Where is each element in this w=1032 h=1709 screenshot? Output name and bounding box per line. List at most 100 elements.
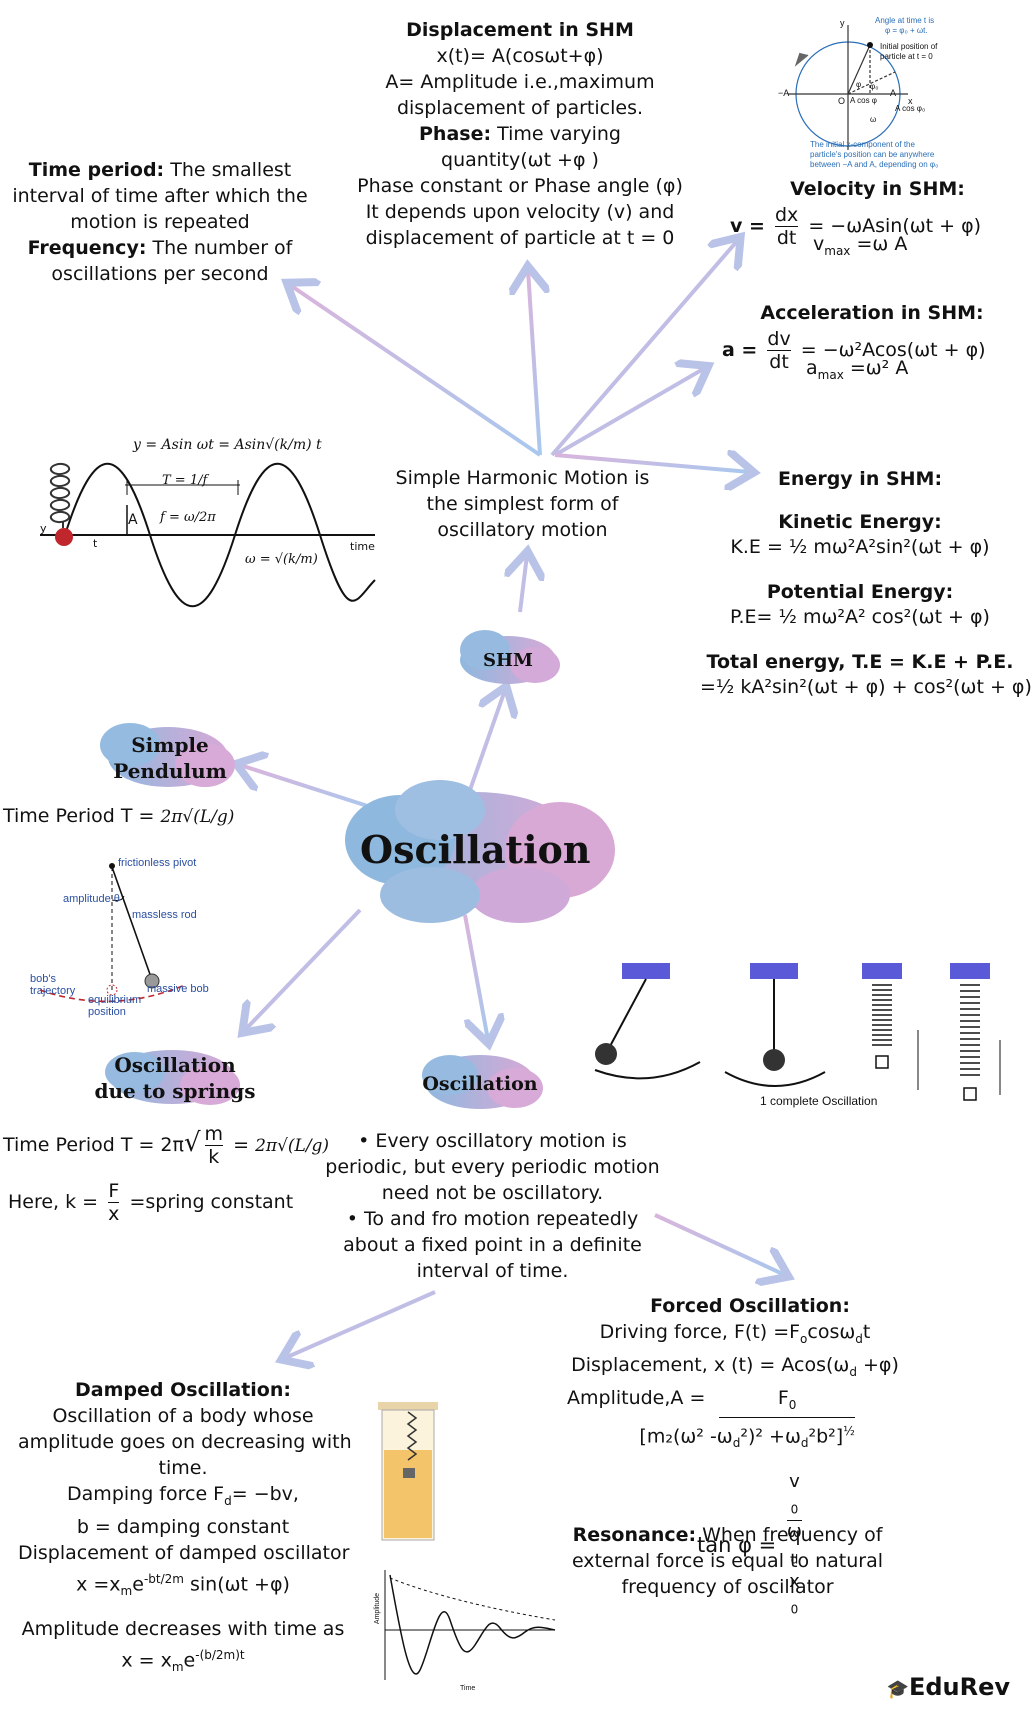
circle-omega: ω bbox=[870, 115, 877, 124]
acceleration-title: Acceleration in SHM: bbox=[760, 302, 984, 324]
sub: 0 bbox=[790, 1602, 799, 1617]
shm-sine-graph bbox=[40, 463, 376, 607]
simple-pendulum-node: Simple Pendulum bbox=[100, 732, 240, 784]
forced-block: Forced Oscillation: Driving force, F(t) … bbox=[565, 1293, 905, 1620]
te-formula: =½ kA²sin²(ωt + φ) + cos²(ωt + φ) bbox=[700, 676, 1032, 698]
graduation-cap-icon: 🎓 bbox=[886, 1679, 909, 1700]
text: oscillations per second bbox=[51, 263, 269, 285]
text: Here, k = bbox=[8, 1191, 99, 1213]
sub: d bbox=[849, 1364, 857, 1379]
text: t bbox=[862, 1321, 871, 1343]
acceleration-formula: = −ω²Acos(ωt + φ) bbox=[800, 339, 986, 361]
springs-cloud bbox=[105, 1050, 240, 1105]
energy-block: Energy in SHM: Kinetic Energy: K.E = ½ m… bbox=[700, 467, 1032, 700]
brand-logo[interactable]: 🎓EduRev bbox=[887, 1673, 1010, 1701]
oscillation-figure-label: 1 complete Oscillation bbox=[760, 1094, 878, 1108]
text: x(t)= A(cosωt+φ) bbox=[436, 45, 604, 67]
shm-graph-frequency: f = ω/2π bbox=[160, 510, 216, 525]
arrow-to-velocity bbox=[550, 240, 738, 457]
text: =spring constant bbox=[123, 1191, 294, 1213]
text: It depends upon velocity (v) and bbox=[365, 201, 675, 223]
vmax-sub: max bbox=[824, 243, 851, 258]
sub: d bbox=[855, 1331, 863, 1346]
text: interval of time. bbox=[416, 1260, 569, 1282]
text: x bbox=[789, 1570, 800, 1592]
text: interval of time after which the bbox=[12, 185, 308, 207]
text: about a fixed point in a definite bbox=[343, 1234, 642, 1256]
text: Amplitude decreases with time as bbox=[21, 1617, 345, 1640]
fig-text: Angle at time t is bbox=[875, 16, 935, 25]
oscillation-figures bbox=[594, 963, 1001, 1101]
center-title: Oscillation bbox=[360, 827, 591, 872]
node-line: due to springs bbox=[94, 1079, 256, 1103]
fig-text: particle at t = 0 bbox=[880, 52, 933, 61]
text: ²)² +ω bbox=[740, 1425, 801, 1448]
sub: m bbox=[120, 1583, 133, 1598]
time-period-label: Time period: bbox=[28, 159, 165, 181]
acceleration-symbol: a = bbox=[722, 339, 758, 361]
text: displacement of particles. bbox=[396, 97, 644, 119]
shm-graph-amplitude: A bbox=[128, 512, 138, 528]
pendulum-amplitude-label: amplitude θ bbox=[63, 893, 120, 905]
fraction-numerator: dv bbox=[767, 328, 791, 351]
text: oscillatory motion bbox=[437, 519, 608, 541]
text: ω bbox=[786, 1521, 802, 1543]
shm-graph-t: t bbox=[93, 537, 98, 550]
arrow-center-to-shm bbox=[468, 690, 505, 791]
text: Displacement of damped oscillator bbox=[18, 1541, 350, 1564]
text: motion is repeated bbox=[70, 211, 250, 233]
fraction-denominator: k bbox=[208, 1146, 220, 1168]
text: amplitude bbox=[63, 893, 111, 905]
text: time. bbox=[158, 1457, 208, 1479]
springs-node: Oscillation due to springs bbox=[90, 1052, 260, 1104]
damped-graph bbox=[384, 1570, 556, 1680]
text: A= Amplitude i.e.,maximum bbox=[385, 71, 655, 93]
text: b = damping constant bbox=[76, 1515, 290, 1538]
text: position bbox=[88, 1006, 126, 1018]
phase-label: Phase: bbox=[419, 123, 492, 145]
text: Time Period T = bbox=[3, 805, 155, 827]
text: v bbox=[789, 1470, 800, 1492]
node-line: Pendulum bbox=[113, 759, 227, 783]
circle-axis-nega: −A bbox=[778, 88, 790, 98]
arrow-to-acceleration bbox=[553, 368, 705, 457]
shm-cloud bbox=[460, 630, 560, 684]
formula: 2π√(L/g) bbox=[255, 1136, 330, 1156]
vmax-formula: =ω A bbox=[850, 233, 908, 255]
text: Time Period T = 2π bbox=[3, 1134, 184, 1156]
node-line: Oscillation bbox=[114, 1053, 236, 1077]
energy-title: Energy in SHM: bbox=[777, 468, 943, 490]
text: [m₂(ω² -ω bbox=[639, 1425, 733, 1448]
text: Phase constant or Phase angle (φ) bbox=[357, 175, 683, 197]
text: Simple Harmonic Motion is bbox=[395, 467, 650, 489]
pendulum-trajectory-label: bob's trajectory bbox=[30, 973, 75, 997]
text: x = x bbox=[121, 1649, 172, 1672]
text: the simplest form of bbox=[426, 493, 619, 515]
oscillation-definition: • Every oscillatory motion is periodic, … bbox=[325, 1128, 660, 1284]
shm-graph-equation: y = Asin ωt = Asin√(k/m) t bbox=[133, 437, 322, 453]
arrow-center-to-pendulum bbox=[240, 765, 381, 812]
node-line: Simple bbox=[131, 733, 209, 757]
sub: d bbox=[224, 1493, 232, 1508]
shm-definition: Simple Harmonic Motion is the simplest f… bbox=[385, 465, 660, 543]
text: • To and fro motion repeatedly bbox=[346, 1208, 639, 1230]
text: Oscillation of a body whose bbox=[52, 1405, 314, 1427]
velocity-symbol: v = bbox=[730, 215, 765, 237]
text: periodic, but every periodic motion bbox=[325, 1156, 660, 1178]
velocity-formula: = −ωAsin(ωt + φ) bbox=[808, 215, 982, 237]
text: displacement of particle at t = 0 bbox=[365, 227, 675, 249]
fraction-numerator: F bbox=[108, 1180, 120, 1203]
frequency-label: Frequency: bbox=[27, 237, 147, 259]
circle-acos0: A cos φ₀ bbox=[895, 104, 926, 113]
ke-title: Kinetic Energy: bbox=[778, 511, 942, 533]
sub: m bbox=[171, 1660, 184, 1675]
theta: θ bbox=[113, 893, 120, 905]
brand-name: EduRev bbox=[908, 1673, 1010, 1701]
fig-text: φ = φ₀ + ωt. bbox=[885, 26, 928, 35]
pendulum-pivot-label: frictionless pivot bbox=[118, 857, 197, 869]
resonance-label: Resonance: bbox=[572, 1524, 697, 1546]
pe-formula: P.E= ½ mω²A² cos²(ωt + φ) bbox=[730, 606, 990, 628]
